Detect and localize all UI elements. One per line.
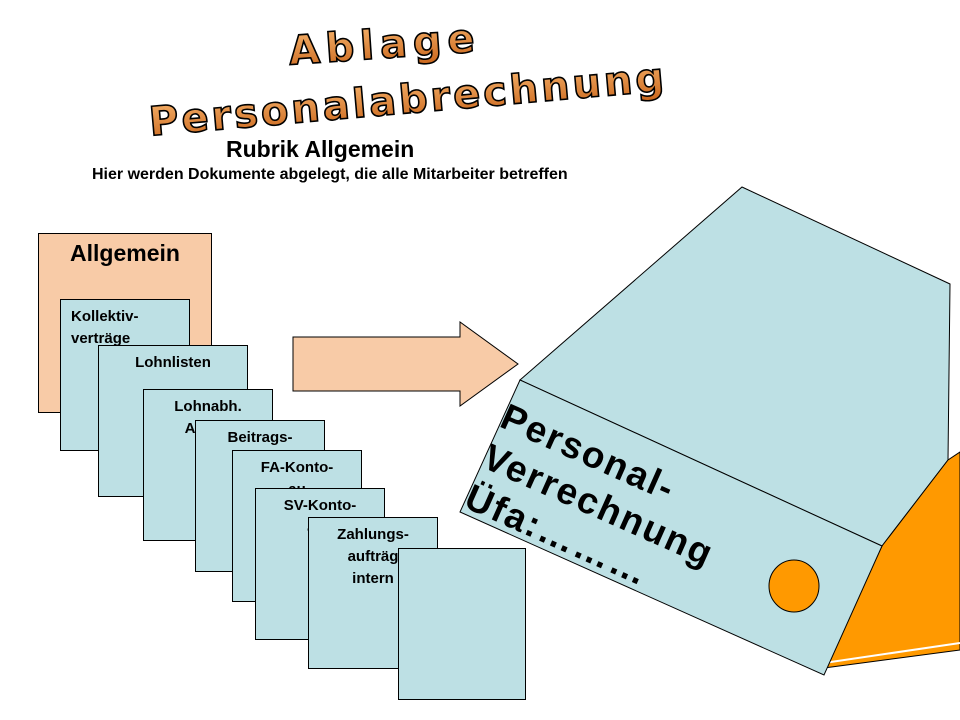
title-wordart: Ablage Personalabrechnung [146, 15, 669, 140]
card-allgemein-label: Allgemein [70, 240, 180, 266]
title-line2: Personalabrechnung [147, 54, 668, 140]
box-side-face [823, 451, 960, 669]
section-subtitle: Rubrik Allgemein [226, 136, 415, 162]
card-label: Lohnlisten [135, 354, 211, 371]
card-label [399, 549, 525, 555]
section-description: Hier werden Dokumente abgelegt, die alle… [92, 166, 568, 183]
title-line1: Ablage [287, 15, 482, 74]
card-label: Kollektiv- verträge [71, 308, 139, 347]
card-label: Zahlungs- aufträg intern [337, 526, 409, 587]
card-blank [398, 548, 526, 700]
